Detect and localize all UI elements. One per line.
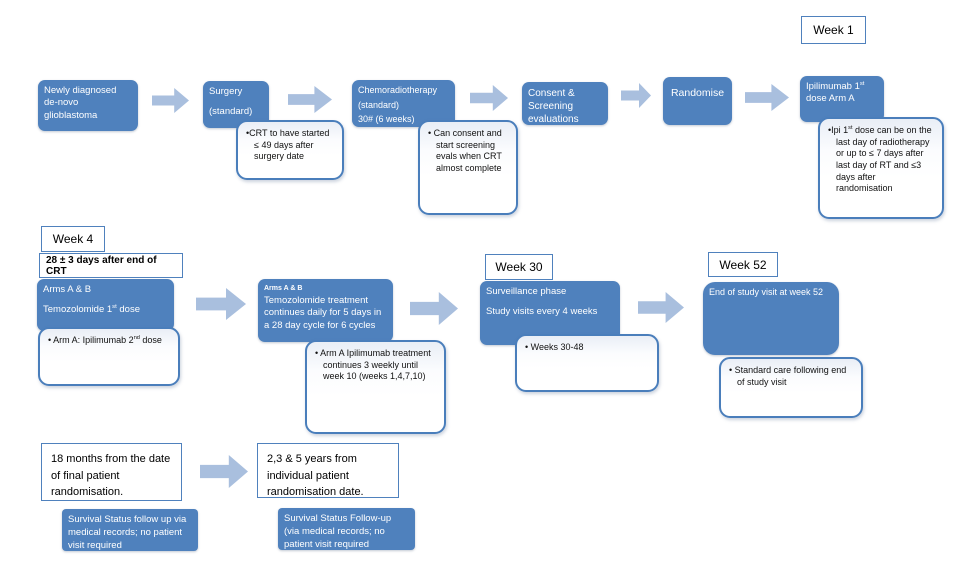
flow-arrow-icon <box>200 455 248 488</box>
surgery-line2: (standard) <box>209 106 253 118</box>
chemo-line2: (standard) <box>358 99 400 110</box>
crt-start-callout: •CRT to have started ≤ 49 days after sur… <box>236 120 344 180</box>
flow-arrow-icon <box>745 84 789 111</box>
chemoradiotherapy-box: Chemoradiotherapy (standard) 30# (6 week… <box>352 80 455 127</box>
weeks-30-48-callout: • Weeks 30-48 <box>515 334 659 392</box>
tmz2-arms: Arms A & B <box>264 285 303 292</box>
surveillance-line1: Surveillance phase <box>486 286 567 297</box>
standard-care-text: • Standard care following end of study v… <box>729 365 847 387</box>
flow-arrow-icon <box>638 292 684 323</box>
survival-followup-box-1: Survival Status follow up via medical re… <box>62 509 198 551</box>
flow-arrow-icon <box>470 85 508 111</box>
flow-arrow-icon <box>288 86 332 113</box>
ipi-continues-text: • Arm A Ipilimumab treatment continues 3… <box>315 348 431 382</box>
consent-timing-text: • Can consent and start screening evals … <box>428 128 502 174</box>
chemo-line3: 30# (6 weeks) <box>358 114 415 125</box>
week-4-label: Week 4 <box>41 226 105 252</box>
ipi-continues-callout: • Arm A Ipilimumab treatment continues 3… <box>305 340 446 434</box>
tmz2-body: Temozolomide treatment continues daily f… <box>264 295 382 331</box>
flow-arrow-icon <box>152 88 189 113</box>
chemo-line1: Chemoradiotherapy <box>358 85 438 95</box>
temozolomide-cycles-box: Arms A & B Temozolomide treatment contin… <box>258 279 393 342</box>
ipi-dose-text: Ipilimumab 1st dose Arm A <box>806 80 865 105</box>
flow-arrow-icon <box>196 288 246 320</box>
ipi-timing-text: •Ipi 1st dose can be on the last day of … <box>828 125 932 194</box>
tmz1-arms: Arms A & B <box>43 284 92 295</box>
crt-start-text: •CRT to have started ≤ 49 days after sur… <box>246 128 330 162</box>
weeks-30-48-text: • Weeks 30-48 <box>525 342 584 352</box>
end-of-study-text: End of study visit at week 52 <box>709 287 824 297</box>
end-of-study-box: End of study visit at week 52 <box>703 282 839 355</box>
week-52-label: Week 52 <box>708 252 778 277</box>
week-30-label: Week 30 <box>485 254 553 280</box>
long-term-followup-box: 2,3 & 5 years from individual patient ra… <box>257 443 399 498</box>
ipilimumab-first-dose-box: Ipilimumab 1st dose Arm A <box>800 76 884 122</box>
surgery-line1: Surgery <box>209 86 243 97</box>
surveillance-line2: Study visits every 4 weeks <box>486 306 598 318</box>
randomise-box: Randomise <box>663 77 732 125</box>
consent-timing-callout: • Can consent and start screening evals … <box>418 120 518 215</box>
consent-screening-box: Consent & Screening evaluations <box>522 82 608 125</box>
newly-diagnosed-box: Newly diagnosed de-novo glioblastoma <box>38 80 138 131</box>
ipi-second-dose-callout: • Arm A: Ipilimumab 2nd dose <box>38 327 180 386</box>
crt-offset-band: 28 ± 3 days after end of CRT <box>39 253 183 278</box>
survival-followup-box-2: Survival Status Follow-up (via medical r… <box>278 508 415 550</box>
ipi-timing-callout: •Ipi 1st dose can be on the last day of … <box>818 117 944 219</box>
temozolomide-first-dose-box: Arms A & B Temozolomide 1st dose <box>37 279 174 331</box>
final-randomisation-box: 18 months from the date of final patient… <box>41 443 182 501</box>
standard-care-callout: • Standard care following end of study v… <box>719 357 863 418</box>
ipi-second-dose-text: • Arm A: Ipilimumab 2nd dose <box>48 335 162 345</box>
flow-arrow-icon <box>621 83 651 108</box>
surgery-box: Surgery (standard) <box>203 81 269 128</box>
tmz1-dose: Temozolomide 1st dose <box>43 304 140 316</box>
week-1-label: Week 1 <box>801 16 866 44</box>
flow-arrow-icon <box>410 292 458 325</box>
